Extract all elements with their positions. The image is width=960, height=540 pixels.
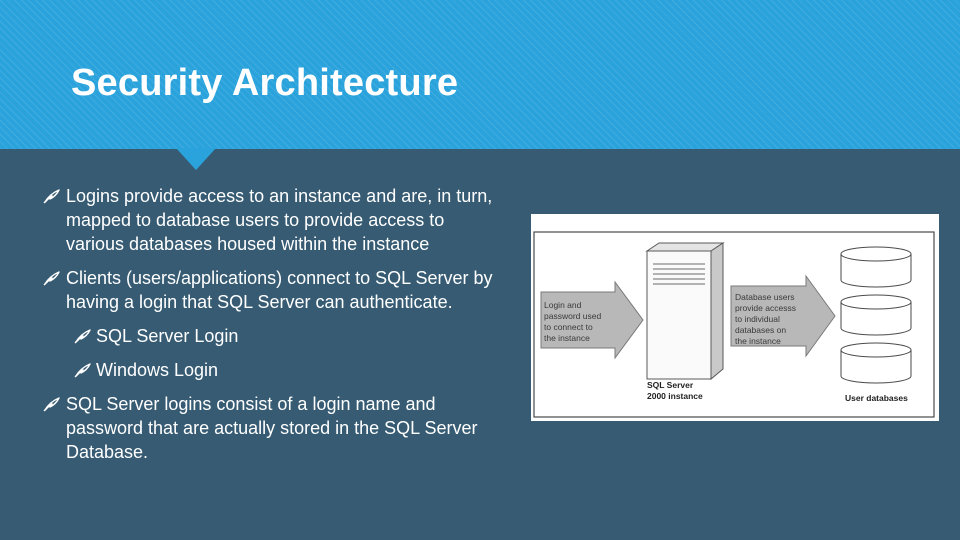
database-users-arrow [730,274,836,358]
title-banner [0,0,960,149]
feather-pen-icon [43,271,60,286]
login-arrow-label: Login and password used to connect to th… [544,300,604,343]
sub-bullet-text: Windows Login [96,360,219,380]
server-tower [646,250,712,380]
bullet-list: Logins provide access to an instance and… [43,184,503,464]
sub-bullet-item: SQL Server Login [74,324,503,348]
security-architecture-diagram: Login and password used to connect to th… [531,214,939,421]
slide-title: Security Architecture [71,62,459,104]
database-icon [840,294,912,336]
user-databases-label: User databases [845,393,908,403]
login-arrow [540,280,644,360]
feather-pen-icon [43,189,60,204]
bullet-item: Clients (users/applications) connect to … [43,266,503,314]
bullet-text: SQL Server logins consist of a login nam… [66,394,478,462]
bullet-text: Logins provide access to an instance and… [66,186,493,254]
title-banner-notch [176,148,216,170]
database-icon [840,342,912,384]
database-users-arrow-label: Database users provide accesss to indivi… [735,292,798,346]
feather-pen-icon [74,363,91,378]
server-label: SQL Server 2000 instance [647,380,703,401]
server-side [710,242,724,381]
bullet-text: Clients (users/applications) connect to … [66,268,493,312]
sub-bullet-item: Windows Login [74,358,503,382]
feather-pen-icon [74,329,91,344]
server-top [645,242,725,252]
bullet-item: SQL Server logins consist of a login nam… [43,392,503,464]
feather-pen-icon [43,397,60,412]
diagram-canvas: Login and password used to connect to th… [533,231,935,418]
bullet-item: Logins provide access to an instance and… [43,184,503,256]
database-icon [840,246,912,288]
sub-bullet-text: SQL Server Login [96,326,239,346]
